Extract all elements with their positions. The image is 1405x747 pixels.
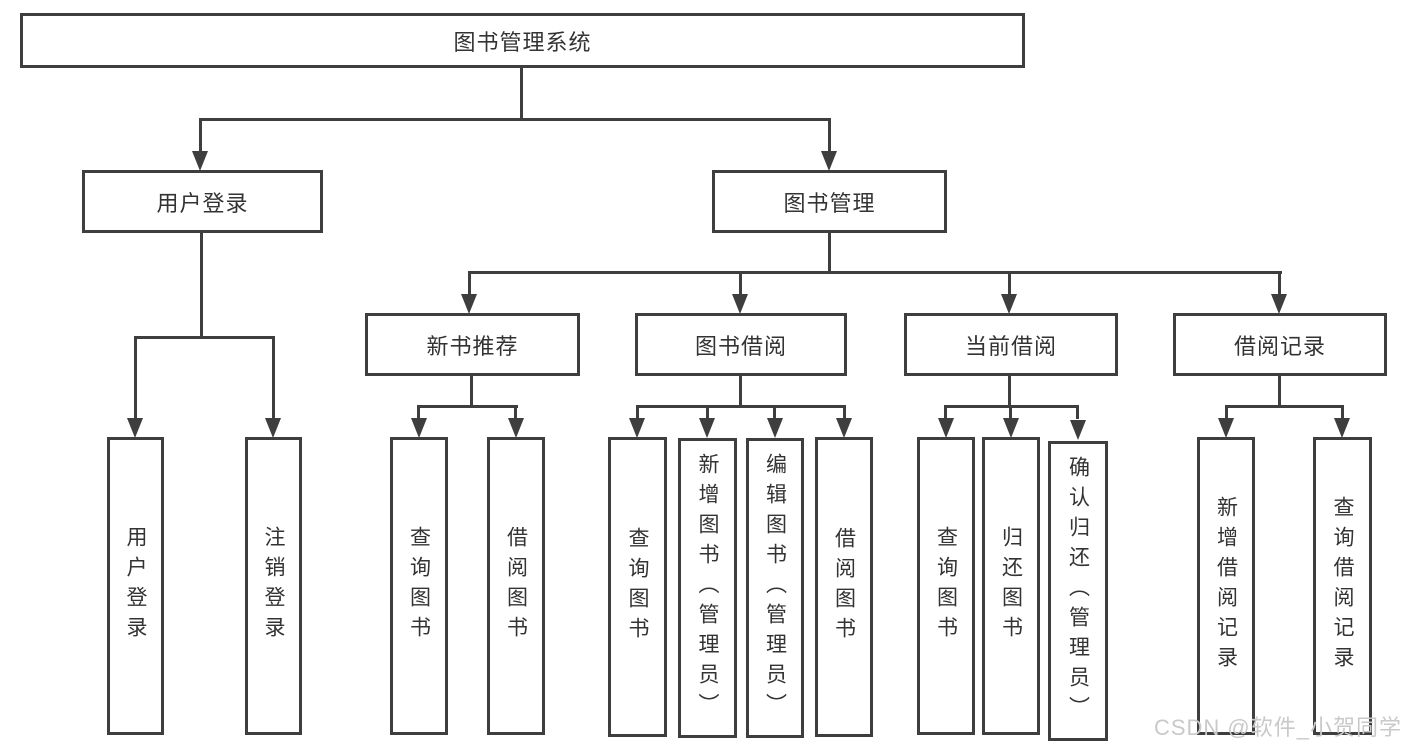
node-borrow-books: 借阅图书 [815,437,873,737]
arrowhead-down-icon [732,294,748,314]
node-add-borrow-record: 新增借阅记录 [1197,437,1255,735]
arrowhead-down-icon [461,294,477,314]
connector-vline [636,405,639,419]
connector-vline [828,118,831,152]
csdn-watermark: CSDN @软件_小贺同学 [1153,715,1402,740]
arrowhead-down-icon [1218,418,1234,438]
node-book-management: 图书管理 [712,170,947,233]
arrowhead-down-icon [938,418,954,438]
node-borrow-books: 借阅图书 [487,437,545,735]
arrowhead-down-icon [629,418,645,438]
connector-vline [1008,375,1011,405]
connector-vline [1278,271,1281,295]
connector-hline [468,271,1282,274]
node-confirm-return-admin: 确认归还（管理员） [1048,441,1108,741]
connector-vline [272,336,275,420]
arrowhead-down-icon [411,418,427,438]
arrowhead-down-icon [1070,420,1086,440]
connector-vline [739,375,742,405]
node-borrow-records: 借阅记录 [1173,313,1387,376]
connector-vline [468,271,471,295]
connector-vline [1076,405,1079,419]
node-query-books: 查询图书 [917,437,975,735]
arrowhead-down-icon [1001,294,1017,314]
connector-vline [200,231,203,336]
arrowhead-down-icon [767,418,783,438]
connector-hline [134,336,275,339]
arrowhead-down-icon [265,418,281,438]
connector-vline [1008,271,1011,295]
connector-vline [1225,405,1228,419]
connector-vline [417,405,420,419]
connector-vline [828,231,831,271]
connector-vline [1009,405,1012,419]
connector-vline [514,405,517,419]
node-user-login: 用户登录 [82,170,323,233]
connector-vline [134,336,137,420]
node-edit-book-admin: 编辑图书（管理员） [746,438,804,738]
arrowhead-down-icon [1334,418,1350,438]
connector-vline [520,66,523,118]
arrowhead-down-icon [127,418,143,438]
connector-hline [199,118,831,121]
arrowhead-down-icon [699,418,715,438]
node-add-book-admin: 新增图书（管理员） [678,438,737,738]
node-return-books: 归还图书 [982,437,1040,735]
node-library-management-system: 图书管理系统 [20,13,1025,68]
arrowhead-down-icon [836,418,852,438]
connector-vline [843,405,846,419]
connector-vline [944,405,947,419]
arrowhead-down-icon [1003,418,1019,438]
connector-hline [417,405,518,408]
connector-hline [636,405,846,408]
arrowhead-down-icon [1271,294,1287,314]
connector-vline [1278,375,1281,405]
node-query-books: 查询图书 [608,437,667,737]
connector-vline [739,271,742,295]
connector-vline [199,118,202,152]
node-logout: 注销登录 [245,437,302,735]
connector-vline [773,405,776,419]
node-query-borrow-record: 查询借阅记录 [1313,437,1372,735]
connector-vline [470,375,473,405]
connector-hline [1225,405,1344,408]
arrowhead-down-icon [508,418,524,438]
connector-vline [706,405,709,419]
connector-vline [1341,405,1344,419]
node-query-books: 查询图书 [390,437,448,735]
node-user-login-leaf: 用户登录 [107,437,164,735]
node-new-book-recommendation: 新书推荐 [365,313,580,376]
node-book-borrowing: 图书借阅 [635,313,847,376]
arrowhead-down-icon [821,151,837,171]
node-current-borrowing: 当前借阅 [904,313,1118,376]
arrowhead-down-icon [192,151,208,171]
